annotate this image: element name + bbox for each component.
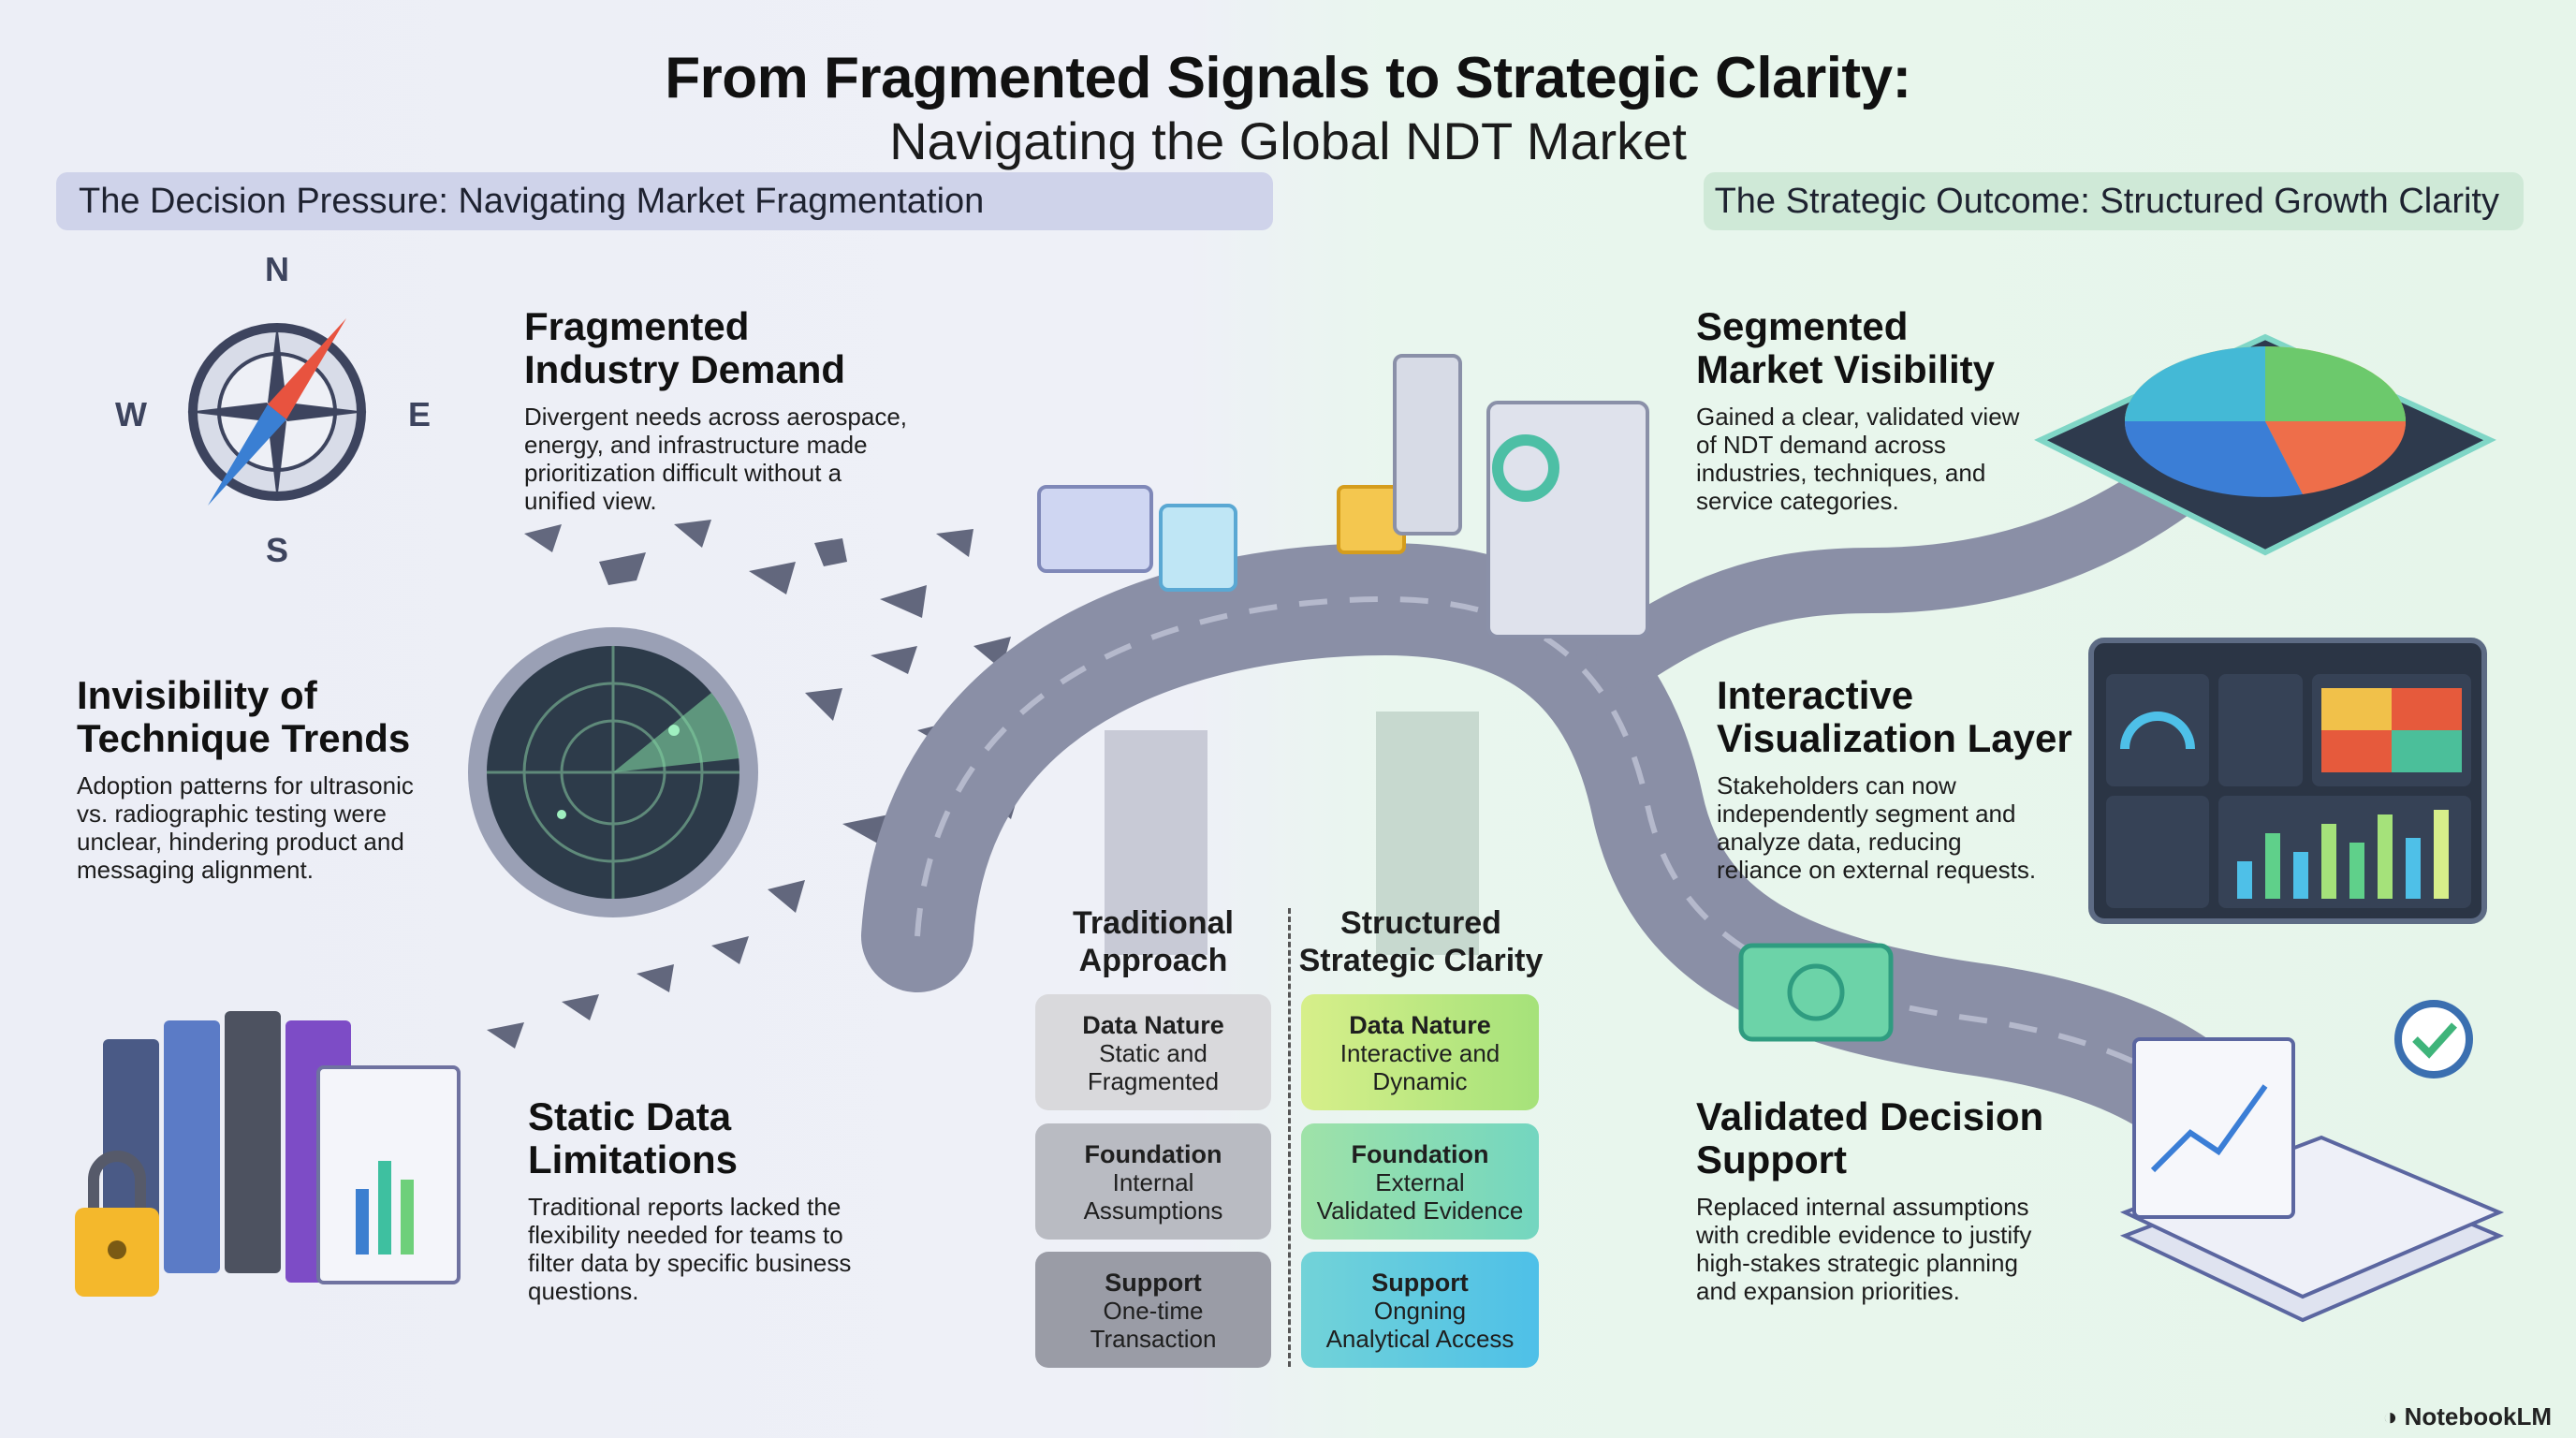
floating-screen bbox=[1159, 504, 1237, 592]
dashboard-icon bbox=[2088, 638, 2487, 924]
right-section-banner: The Strategic Outcome: Structured Growth… bbox=[1704, 172, 2524, 230]
page-subtitle: Navigating the Global NDT Market bbox=[889, 111, 1687, 170]
page-title: From Fragmented Signals to Strategic Cla… bbox=[665, 46, 1911, 110]
notebook-logo-icon: ◑ bbox=[2382, 1402, 2398, 1431]
compass-icon: N E S W bbox=[115, 250, 431, 569]
compass-south-label: S bbox=[266, 531, 288, 569]
radar-icon bbox=[468, 627, 758, 917]
bridge-pillar bbox=[1376, 712, 1479, 955]
floating-screen bbox=[1037, 485, 1153, 573]
compass-east-label: E bbox=[408, 395, 431, 433]
bridge-pillar bbox=[1105, 730, 1208, 955]
floating-screen bbox=[1486, 401, 1649, 638]
pie-board-icon bbox=[2034, 333, 2496, 556]
compass-west-label: W bbox=[115, 395, 147, 433]
upper-road bbox=[1596, 454, 2204, 688]
donut-mark bbox=[1492, 434, 1559, 502]
column-divider bbox=[1288, 908, 1291, 1367]
report-stack-icon bbox=[2119, 1000, 2505, 1323]
left-section-banner: The Decision Pressure: Navigating Market… bbox=[56, 172, 1273, 230]
compass-north-label: N bbox=[265, 250, 289, 288]
fragmented-demand-desc: Divergent needs across aerospace,energy,… bbox=[524, 403, 908, 515]
brand-watermark: ◑ NotebookLM bbox=[2382, 1402, 2552, 1431]
road-tile bbox=[1738, 943, 1894, 1042]
binders-icon bbox=[75, 1011, 461, 1297]
floating-screen bbox=[1393, 354, 1462, 536]
